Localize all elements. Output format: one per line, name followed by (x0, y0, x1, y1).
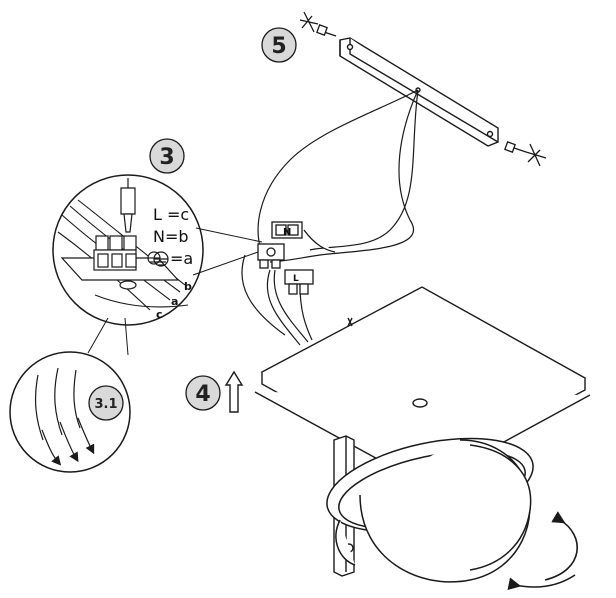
step-4-label: 4 (195, 382, 210, 407)
up-arrow-icon (224, 370, 244, 413)
supply-cables (241, 89, 419, 346)
step-3-label: 3 (159, 145, 174, 170)
detail-magnifier-31 (9, 317, 131, 473)
mounting-bracket (339, 37, 499, 147)
earth-symbol-icon (153, 251, 169, 267)
wiring-l-label: L =c (153, 205, 189, 224)
screw-icon (316, 24, 527, 153)
step-31-badge: 3.1 (88, 385, 124, 421)
wiring-earth-label: =a (170, 249, 193, 268)
spotlight-head (326, 437, 534, 583)
terminal-block-earth (257, 243, 285, 269)
rotation-arrows (507, 511, 578, 591)
terminal-block-lamp (284, 269, 314, 295)
step-5-badge: 5 (261, 27, 297, 63)
step-5-label: 5 (271, 34, 286, 59)
terminal-l-label: L (293, 274, 299, 284)
detail-magnifier (52, 174, 263, 326)
cable-a-label: a (171, 295, 178, 308)
step-3-badge: 3 (149, 138, 185, 174)
step-4-badge: 4 (185, 375, 221, 411)
wiring-n-label: N=b (153, 227, 189, 246)
terminal-block-ln (271, 221, 336, 253)
wall-plug-icon (299, 11, 547, 167)
cable-c-label: c (156, 308, 163, 321)
cable-b-label: b (184, 280, 192, 293)
step-31-label: 3.1 (94, 397, 117, 412)
terminal-n-label: N (283, 227, 291, 238)
